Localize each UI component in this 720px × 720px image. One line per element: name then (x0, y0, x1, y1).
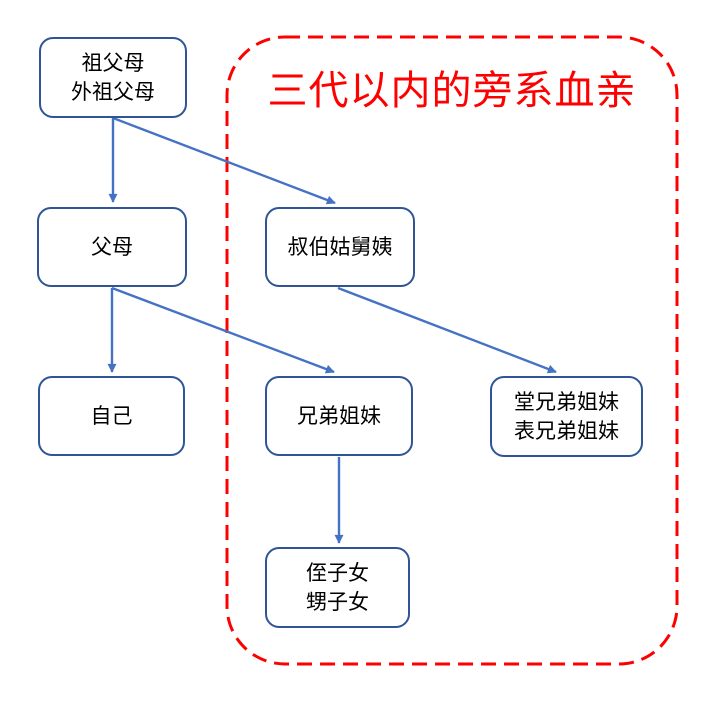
node-self: 自己 (38, 376, 185, 456)
node-cousins-line1: 堂兄弟姐妹 (514, 389, 619, 414)
arrow-grandparents-to-uncles-aunts (112, 116, 336, 205)
node-grandparents: 祖父母 外祖父母 (39, 37, 187, 118)
node-parents: 父母 (37, 207, 187, 287)
node-grandparents-line1: 祖父母 (81, 50, 145, 75)
node-self-label: 自己 (90, 403, 133, 428)
node-uncles-aunts: 叔伯姑舅姨 (265, 207, 415, 287)
node-siblings-label: 兄弟姐妹 (297, 403, 381, 428)
arrow-uncles-aunts-to-cousins (337, 286, 557, 374)
node-cousins-line2: 表兄弟姐妹 (514, 418, 619, 443)
node-cousins: 堂兄弟姐妹 表兄弟姐妹 (490, 376, 643, 457)
collateral-boundary-dashed-rect (225, 35, 679, 666)
diagram-title: 三代以内的旁系血亲 (267, 68, 637, 114)
node-nephews-nieces: 侄子女 甥子女 (265, 547, 410, 628)
node-siblings: 兄弟姐妹 (265, 376, 413, 456)
node-nephews-nieces-line2: 甥子女 (306, 589, 369, 614)
node-parents-label: 父母 (91, 234, 133, 259)
node-grandparents-line2: 外祖父母 (71, 79, 155, 104)
node-uncles-aunts-label: 叔伯姑舅姨 (287, 234, 393, 259)
node-nephews-nieces-line1: 侄子女 (306, 560, 369, 585)
arrow-parents-to-siblings (111, 286, 335, 374)
